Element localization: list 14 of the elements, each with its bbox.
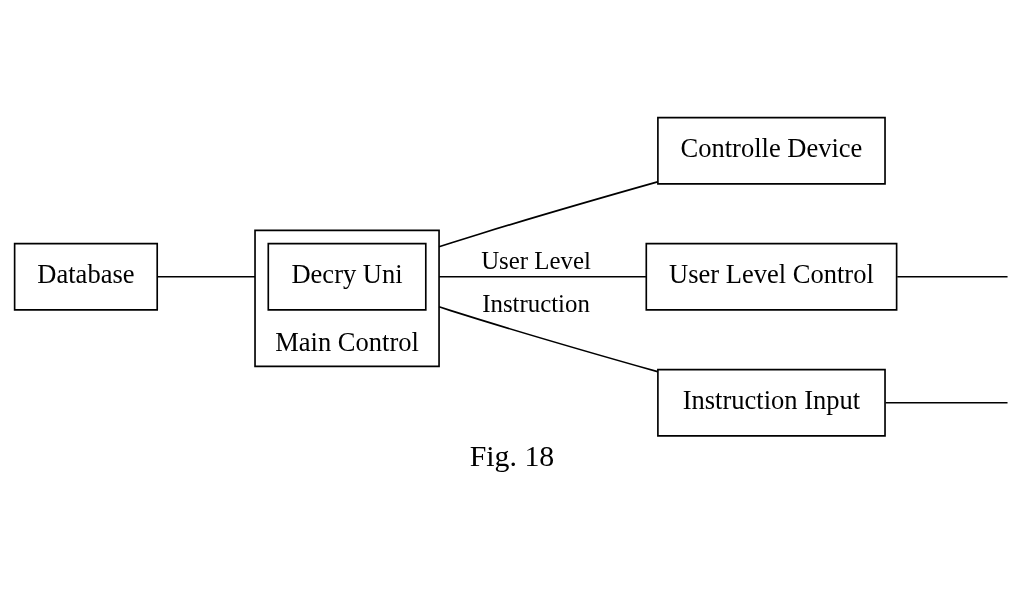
connector [438, 306, 659, 373]
node-box: Database [13, 242, 159, 311]
edge-label: Instruction [482, 289, 590, 317]
connector [438, 275, 647, 278]
connector [896, 275, 1009, 278]
node-box: Instruction Input [657, 368, 886, 437]
connector [884, 401, 1009, 404]
caption: Fig. 18 [469, 439, 555, 473]
edge-label: User Level [481, 246, 591, 274]
node-box: Decry Uni [267, 242, 427, 311]
connector [156, 275, 256, 278]
node-box: User Level Control [645, 242, 898, 311]
node-box: Controlle Device [657, 116, 886, 185]
connector [438, 181, 659, 248]
